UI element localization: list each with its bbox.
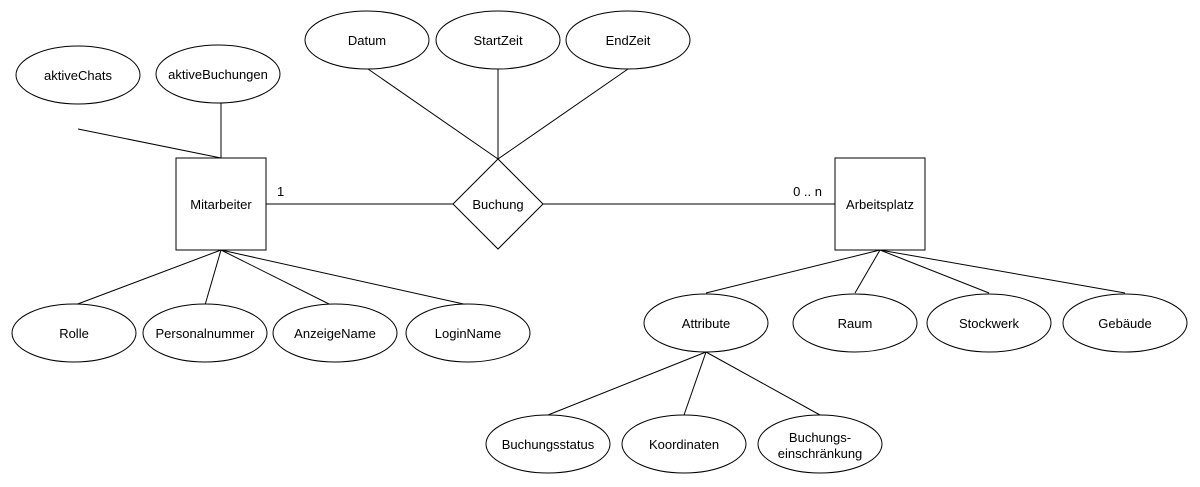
edge-attribute-buchungseinschraenkung	[705, 351, 821, 416]
attribute-anzeigename[interactable]: AnzeigeName	[272, 303, 398, 363]
edge-datum-buchung	[367, 68, 499, 160]
attribute-gebaeude-label: Gebäude	[1098, 316, 1152, 331]
attribute-raum[interactable]: Raum	[792, 293, 918, 353]
edge-attribute-buchungsstatus	[547, 351, 707, 416]
edge-attribute-koordinaten	[683, 351, 707, 416]
attribute-aktivechats-label: aktiveChats	[44, 68, 112, 83]
relationship-buchung[interactable]: Buchung	[452, 158, 544, 250]
attribute-stockwerk-label: Stockwerk	[959, 316, 1019, 331]
attribute-buchungseinschraenkung[interactable]: Buchungs- einschränkung	[757, 414, 883, 474]
attribute-gebaeude[interactable]: Gebäude	[1062, 293, 1188, 353]
attribute-buchungsstatus[interactable]: Buchungsstatus	[485, 414, 611, 474]
attribute-personalnummer-label: Personalnummer	[156, 326, 256, 341]
edge-mitarbeiter-anzeigename	[220, 249, 336, 308]
edge-mitarbeiter-loginname	[220, 249, 469, 306]
edge-arbeitsplatz-stockwerk	[879, 249, 990, 294]
connectors	[74, 68, 1126, 416]
entity-mitarbeiter-label: Mitarbeiter	[190, 197, 252, 212]
cardinality-arbeitsplatz: 0 .. n	[793, 184, 822, 199]
attribute-startzeit[interactable]: StartZeit	[435, 10, 561, 70]
attribute-attribute-label: Attribute	[682, 316, 730, 331]
attribute-koordinaten[interactable]: Koordinaten	[621, 414, 747, 474]
attribute-rolle-label: Rolle	[59, 326, 89, 341]
attribute-aktivebuchungen[interactable]: aktiveBuchungen	[155, 44, 281, 104]
attribute-personalnummer[interactable]: Personalnummer	[142, 303, 268, 363]
attribute-koordinaten-label: Koordinaten	[649, 437, 719, 452]
attribute-anzeigename-label: AnzeigeName	[294, 326, 376, 341]
edge-aktivechats-mitarbeiter	[77, 128, 222, 159]
edge-endzeit-buchung	[497, 68, 629, 160]
edge-arbeitsplatz-attribute	[705, 249, 881, 294]
attribute-buchungsstatus-label: Buchungsstatus	[502, 437, 595, 452]
edge-mitarbeiter-rolle	[74, 249, 222, 306]
attribute-loginname-label: LoginName	[435, 326, 502, 341]
relationship-buchung-label: Buchung	[472, 197, 523, 212]
attribute-buchungseinschraenkung-label-line2: einschränkung	[778, 446, 863, 461]
attribute-aktivechats[interactable]: aktiveChats	[15, 45, 141, 105]
entity-mitarbeiter[interactable]: Mitarbeiter	[175, 157, 267, 251]
entity-arbeitsplatz-label: Arbeitsplatz	[846, 197, 914, 212]
attribute-attribute[interactable]: Attribute	[643, 293, 769, 353]
relationship-buchung-diamond	[452, 158, 544, 250]
cardinality-mitarbeiter: 1	[277, 184, 284, 199]
attribute-startzeit-label: StartZeit	[473, 33, 523, 48]
edge-arbeitsplatz-gebaeude	[879, 249, 1126, 294]
attribute-rolle[interactable]: Rolle	[11, 303, 137, 363]
attribute-datum-label: Datum	[348, 33, 386, 48]
entity-arbeitsplatz[interactable]: Arbeitsplatz	[834, 157, 926, 251]
attribute-stockwerk[interactable]: Stockwerk	[926, 293, 1052, 353]
entity-mitarbeiter-box	[175, 157, 267, 251]
attribute-buchungseinschraenkung-label-line1: Buchungs-	[789, 430, 851, 445]
attribute-raum-label: Raum	[838, 316, 873, 331]
edge-mitarbeiter-personalnummer	[204, 249, 222, 306]
attribute-loginname[interactable]: LoginName	[405, 303, 531, 363]
attribute-datum[interactable]: Datum	[304, 10, 430, 70]
entity-arbeitsplatz-box	[834, 157, 926, 251]
attribute-aktivebuchungen-label: aktiveBuchungen	[168, 67, 268, 82]
edge-arbeitsplatz-raum	[854, 249, 881, 294]
attribute-endzeit-label: EndZeit	[606, 33, 651, 48]
attribute-endzeit[interactable]: EndZeit	[565, 10, 691, 70]
